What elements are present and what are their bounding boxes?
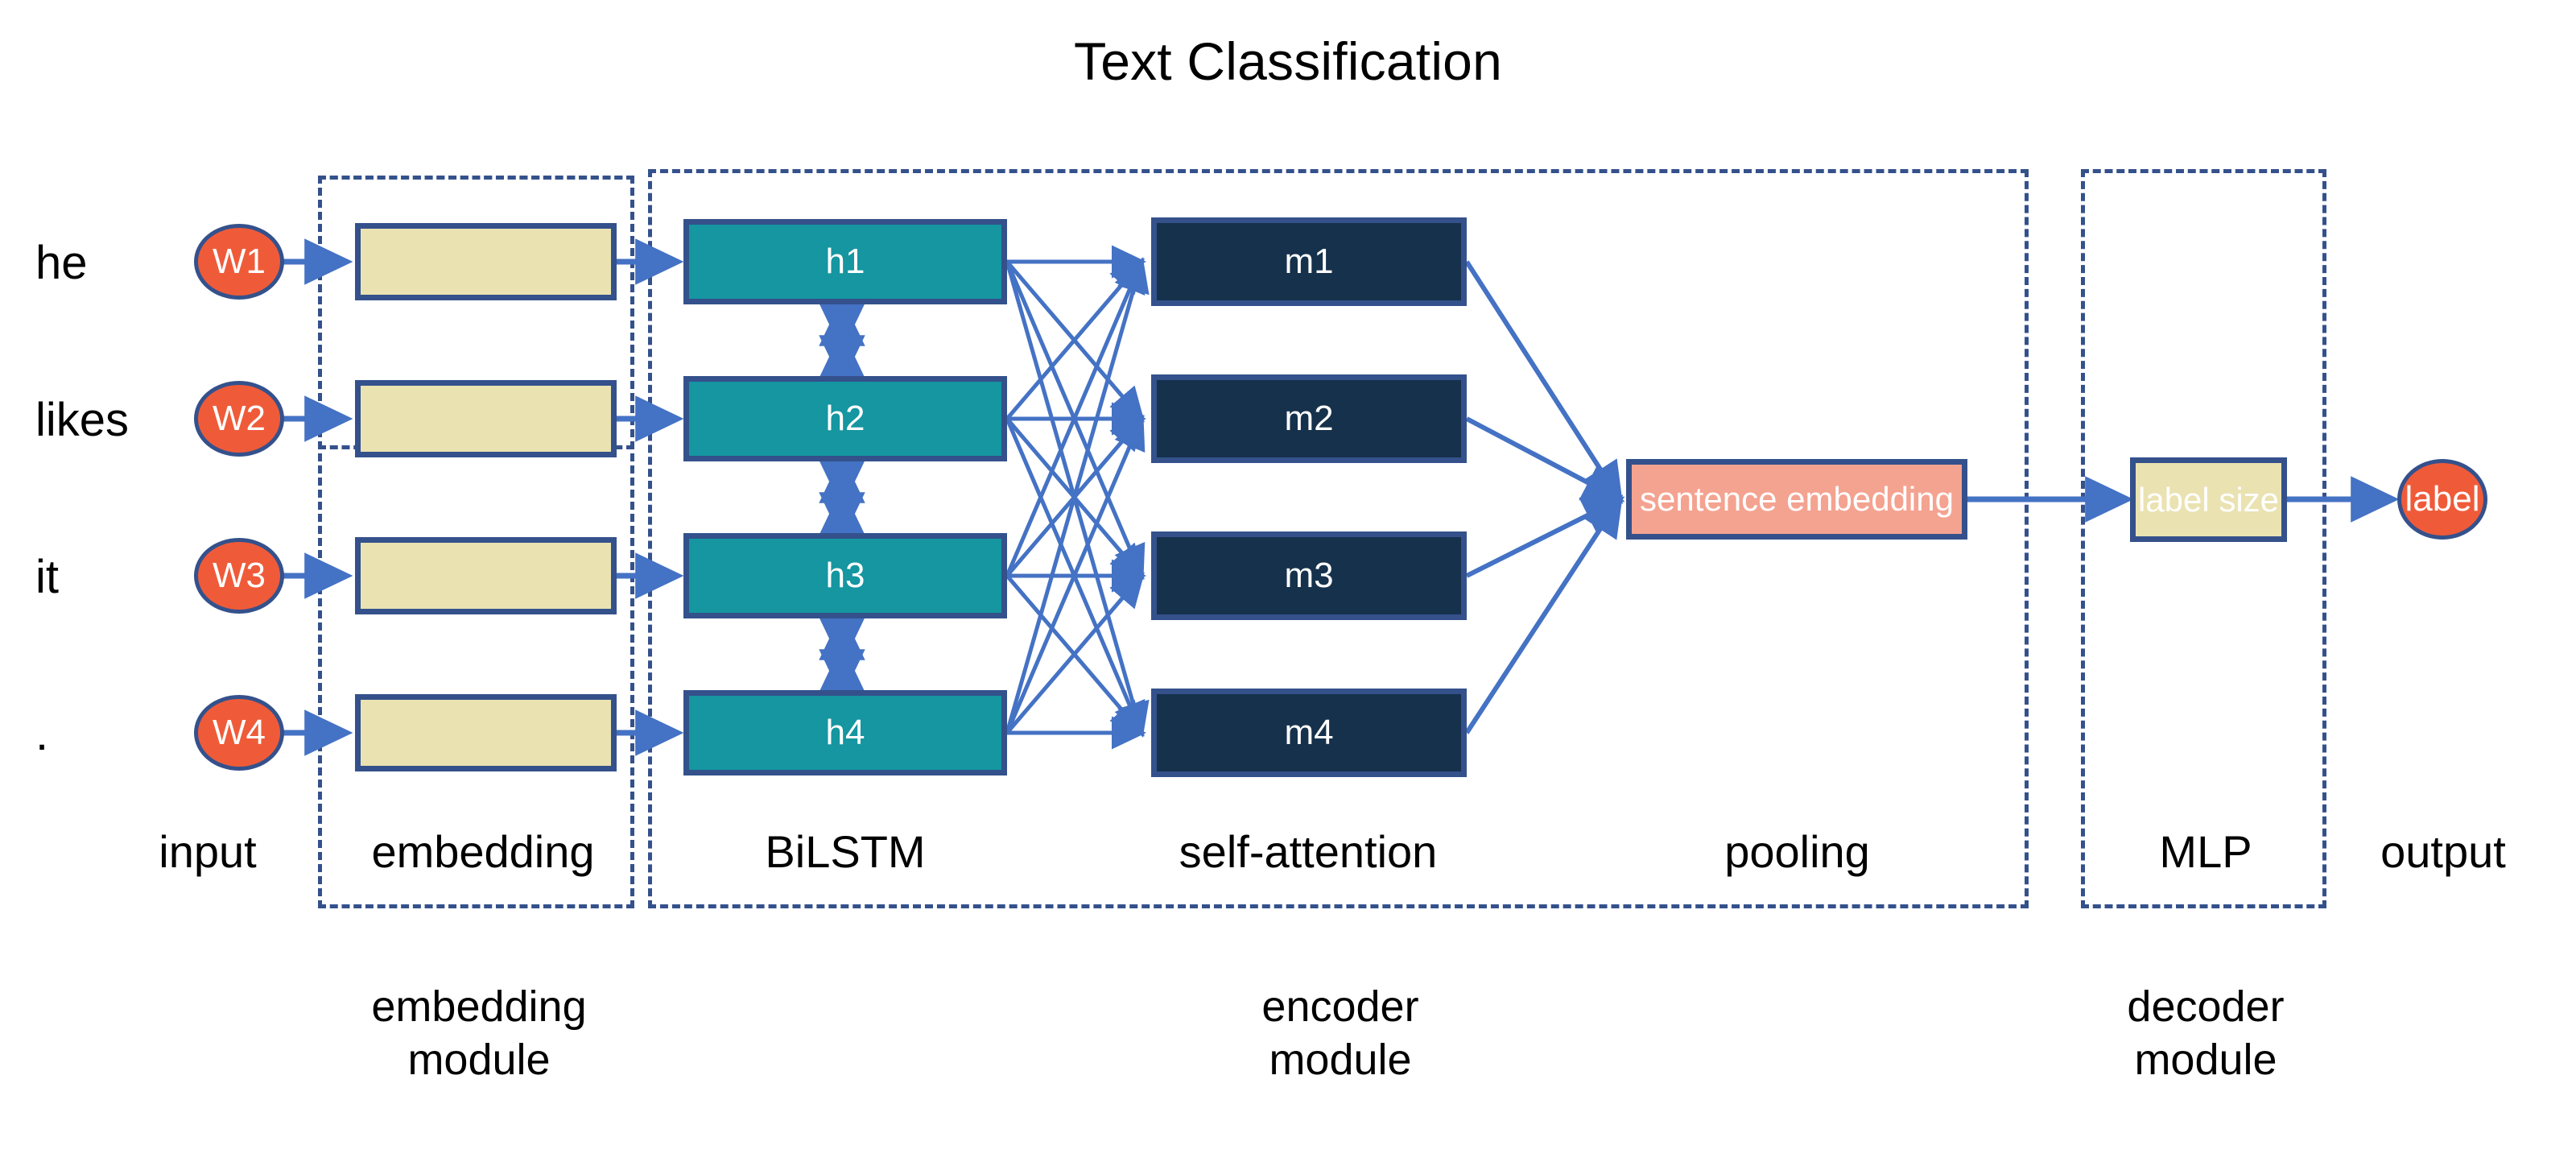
embedding-box-1[interactable] — [355, 223, 617, 300]
embedding-box-3[interactable] — [355, 537, 617, 614]
attention-state-m3[interactable]: m3 — [1151, 531, 1467, 620]
embedding-box-4[interactable] — [355, 694, 617, 771]
attention-state-m4-label: m4 — [1284, 713, 1334, 752]
attention-state-m1-label: m1 — [1284, 242, 1334, 281]
sentence-embedding-box[interactable]: sentence embedding — [1626, 459, 1967, 540]
caption-self-attention: self-attention — [1179, 826, 1438, 877]
bilstm-state-h2-label: h2 — [825, 399, 865, 438]
attention-state-m4[interactable]: m4 — [1151, 689, 1467, 777]
caption-bilstm: BiLSTM — [765, 826, 926, 877]
caption-mlp: MLP — [2159, 826, 2252, 877]
bilstm-state-h4[interactable]: h4 — [683, 690, 1007, 775]
caption-output: output — [2380, 826, 2506, 877]
encoder-module-container — [648, 169, 2029, 908]
embedding-box-2[interactable] — [355, 380, 617, 457]
embedding-module-container-lower — [318, 176, 634, 908]
output-label-node[interactable]: label — [2397, 459, 2487, 540]
attention-state-m2[interactable]: m2 — [1151, 374, 1467, 463]
module-label-encoder: encoder module — [1261, 982, 1419, 1084]
bilstm-state-h3-label: h3 — [825, 556, 865, 595]
input-word-2: likes — [35, 394, 130, 446]
input-word-3: it — [35, 551, 59, 603]
token-node-w2[interactable]: W2 — [194, 381, 284, 457]
token-node-w4[interactable]: W4 — [194, 695, 284, 771]
mlp-label-size-label: label size — [2137, 480, 2280, 519]
bilstm-state-h2[interactable]: h2 — [683, 376, 1007, 461]
bilstm-state-h1[interactable]: h1 — [683, 219, 1007, 304]
token-node-w1-label: W1 — [213, 242, 266, 281]
caption-pooling: pooling — [1724, 826, 1870, 877]
token-node-w2-label: W2 — [213, 399, 266, 438]
module-label-embedding: embedding module — [371, 982, 587, 1084]
input-word-4: . — [35, 708, 49, 760]
sentence-embedding-label: sentence embedding — [1640, 480, 1954, 518]
caption-embedding: embedding — [371, 826, 595, 877]
token-node-w4-label: W4 — [213, 713, 266, 752]
module-label-decoder: decoder module — [2127, 982, 2285, 1084]
decoder-module-container — [2081, 169, 2326, 908]
token-node-w3[interactable]: W3 — [194, 538, 284, 614]
page-title: Text Classification — [1074, 31, 1502, 91]
bilstm-state-h4-label: h4 — [825, 713, 865, 752]
caption-input: input — [159, 826, 257, 877]
bilstm-state-h1-label: h1 — [825, 242, 865, 281]
token-node-w1[interactable]: W1 — [194, 224, 284, 300]
attention-state-m2-label: m2 — [1284, 399, 1334, 438]
attention-state-m1[interactable]: m1 — [1151, 217, 1467, 306]
mlp-label-size-box[interactable]: label size — [2130, 457, 2287, 542]
output-label-node-label: label — [2405, 479, 2480, 519]
bilstm-state-h3[interactable]: h3 — [683, 533, 1007, 618]
token-node-w3-label: W3 — [213, 556, 266, 595]
input-word-1: he — [35, 237, 88, 289]
attention-state-m3-label: m3 — [1284, 556, 1334, 595]
